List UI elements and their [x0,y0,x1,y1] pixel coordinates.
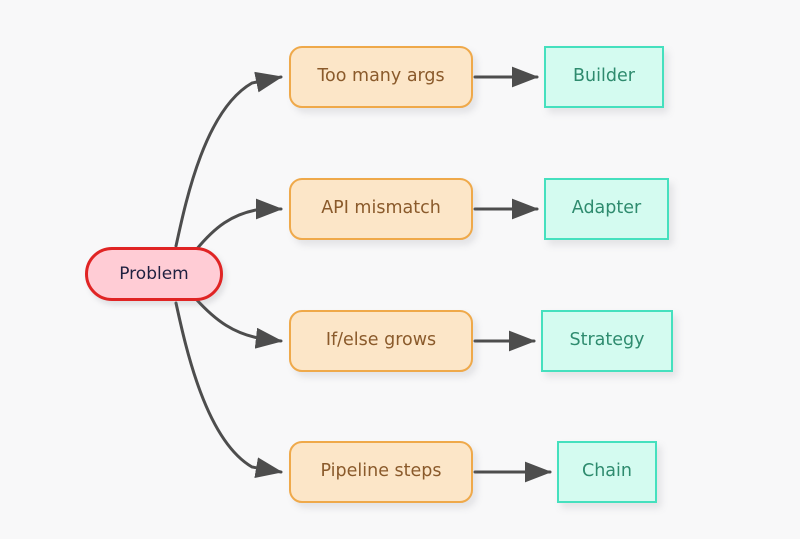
edge-problem-to-if-else-grows [194,297,283,349]
node-strategy[interactable]: Strategy [541,310,673,372]
node-chain[interactable]: Chain [557,441,657,503]
node-problem[interactable]: Problem [85,247,223,301]
node-chain-label: Chain [582,461,632,482]
node-if-else-grows[interactable]: If/else grows [289,310,473,372]
node-pipeline-steps[interactable]: Pipeline steps [289,441,473,503]
node-problem-label: Problem [119,263,189,284]
node-too-many-args[interactable]: Too many args [289,46,473,108]
edge-problem-to-api-mismatch [194,198,283,252]
node-builder[interactable]: Builder [544,46,664,108]
edge-problem-to-pipeline-steps [174,301,283,479]
node-strategy-label: Strategy [569,330,645,351]
node-api-mismatch-label: API mismatch [321,198,441,219]
node-builder-label: Builder [573,66,635,87]
node-adapter-label: Adapter [571,198,642,219]
edge-problem-to-too-many-args [174,71,283,248]
node-pipeline-steps-label: Pipeline steps [320,461,442,482]
node-adapter[interactable]: Adapter [544,178,669,240]
node-too-many-args-label: Too many args [317,66,445,87]
node-api-mismatch[interactable]: API mismatch [289,178,473,240]
node-if-else-grows-label: If/else grows [325,330,437,351]
